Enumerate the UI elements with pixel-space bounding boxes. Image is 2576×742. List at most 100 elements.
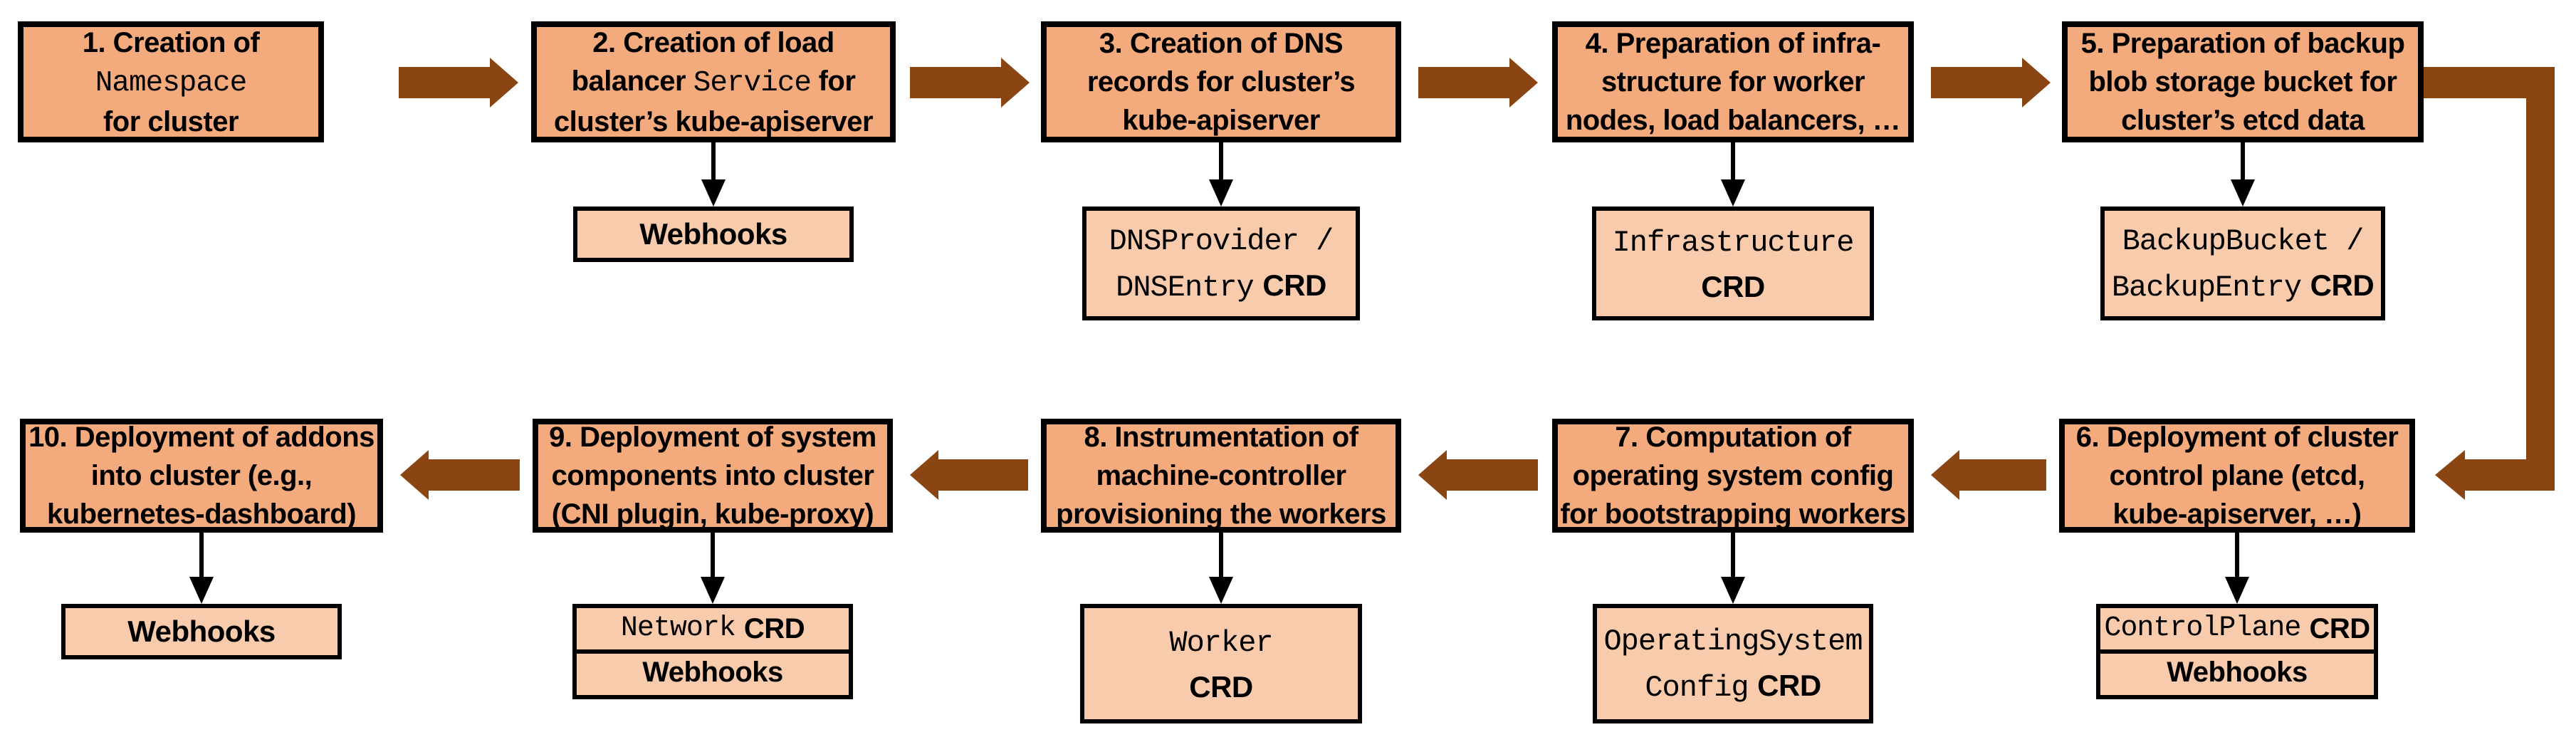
flow-arrow-step6-to-step7	[1931, 450, 2046, 500]
connector-arrow-step10-webhooks	[189, 533, 214, 604]
step-text-line: records for cluster’s	[1087, 66, 1356, 98]
step-text-line: balancer Service for	[571, 65, 856, 100]
flow-step-1-create-namespace: 1. Creation of Namespace for cluster	[18, 21, 324, 142]
code-token: Network	[620, 612, 736, 644]
flow-arrow-step5-to-step6-elbow	[2424, 67, 2555, 500]
step-text-line: 10. Deployment of addons	[28, 422, 375, 453]
step-text-line: components into cluster	[551, 460, 875, 491]
step-text-line: 5. Preparation of backup	[2080, 28, 2405, 59]
crd-label: CRD	[1189, 669, 1253, 704]
step-text-line: for cluster	[103, 105, 239, 137]
flow-step-5-prepare-backup-bucket: 5. Preparation of backup blob storage bu…	[2062, 21, 2424, 142]
code-token: BackupBucket /	[2122, 224, 2365, 258]
step-text-line: 9. Deployment of system	[549, 422, 876, 453]
code-token: ControlPlane	[2104, 612, 2301, 644]
step-text-line: for bootstrapping workers	[1560, 498, 1906, 530]
sub-text-line: Worker	[1169, 619, 1273, 665]
code-token: DNSEntry	[1116, 271, 1255, 305]
flow-arrow-step4-to-step5	[1931, 58, 2051, 108]
flow-arrow-step2-to-step3	[910, 58, 1030, 108]
step-text-line: 7. Computation of	[1615, 422, 1851, 453]
step-text-line: kube-apiserver	[1122, 105, 1320, 136]
sub-text-line: Webhooks	[639, 217, 787, 251]
step-text-line: kube-apiserver, …)	[2112, 498, 2362, 530]
code-token: Service	[693, 66, 812, 100]
step-text-line: machine-controller	[1096, 460, 1346, 491]
crd-label: CRD	[2310, 268, 2375, 302]
crd-box-controlplane: ControlPlane CRD	[2100, 608, 2374, 649]
connector-arrow-step4-crd	[1721, 142, 1745, 207]
code-token: Infrastructure	[1612, 225, 1855, 260]
webhooks-box-step2: Webhooks	[573, 207, 854, 262]
code-token: OperatingSystem	[1603, 625, 1863, 659]
flow-step-3-create-dns-records: 3. Creation of DNS records for cluster’s…	[1041, 21, 1401, 142]
step-text-line: blob storage bucket for	[2088, 66, 2398, 98]
code-token: Namespace	[95, 66, 247, 100]
flow-arrow-step3-to-step4	[1418, 58, 1538, 108]
flow-step-4-prepare-infrastructure: 4. Preparation of infra- structure for w…	[1552, 21, 1914, 142]
webhooks-box-step6: Webhooks	[2100, 649, 2374, 691]
crd-label: CRD	[1701, 269, 1765, 303]
connector-arrow-step9-crd	[701, 533, 725, 604]
connector-arrow-step7-crd	[1721, 533, 1745, 604]
step-text-line: structure for worker	[1601, 66, 1865, 98]
flow-step-7-compute-os-config: 7. Computation of operating system confi…	[1552, 419, 1914, 533]
step-text-line: 4. Preparation of infra-	[1585, 28, 1881, 59]
crd-box-worker: Worker CRD	[1080, 604, 1362, 723]
flow-arrow-step8-to-step9	[910, 450, 1028, 500]
code-token: BackupEntry	[2111, 271, 2302, 305]
connector-arrow-step5-crd	[2231, 142, 2255, 207]
step-text-line: operating system config	[1572, 460, 1894, 491]
flow-arrow-step1-to-step2	[399, 58, 518, 108]
connector-arrow-step6-crd	[2225, 533, 2249, 604]
step-text-line: 8. Instrumentation of	[1084, 422, 1358, 453]
flow-step-8-machine-controller: 8. Instrumentation of machine-controller…	[1041, 419, 1401, 533]
crd-label: CRD	[2309, 613, 2370, 644]
connector-arrow-step3-crd	[1209, 142, 1233, 207]
step-text-line: (CNI plugin, kube-proxy)	[551, 498, 874, 530]
sub-text-line: DNSProvider /	[1109, 217, 1334, 263]
step-text-line: 6. Deployment of cluster	[2075, 422, 2399, 453]
flow-step-9-deploy-system-components: 9. Deployment of system components into …	[533, 419, 893, 533]
crd-box-infrastructure: Infrastructure CRD	[1592, 207, 1874, 320]
sub-text-line: OperatingSystem	[1603, 617, 1863, 664]
step-text-line: 3. Creation of DNS	[1099, 28, 1344, 59]
step-text-line: cluster’s kube-apiserver	[553, 105, 874, 137]
sub-text-line: CRD	[1701, 265, 1765, 309]
sub-text-line: Webhooks	[127, 615, 276, 648]
step-text-line: 1. Creation of	[82, 26, 260, 58]
step-text-line: Namespace	[95, 62, 247, 103]
step-text-line: provisioning the workers	[1056, 498, 1386, 530]
connector-arrow-step2-webhooks	[701, 142, 726, 207]
flow-arrow-step7-to-step8	[1418, 450, 1538, 500]
step-text-line: nodes, load balancers, …	[1565, 105, 1901, 136]
crd-label: CRD	[743, 613, 805, 644]
flow-arrow-step9-to-step10	[400, 450, 520, 500]
crd-label: CRD	[1757, 669, 1821, 702]
flow-step-6-deploy-control-plane: 6. Deployment of cluster control plane (…	[2059, 419, 2415, 533]
sub-text-line: BackupBucket /	[2122, 217, 2365, 263]
connector-arrow-step8-crd	[1209, 533, 1233, 604]
code-token: Config	[1645, 671, 1749, 705]
webhooks-box-step9: Webhooks	[577, 649, 849, 691]
sub-text-line: Infrastructure	[1612, 219, 1855, 265]
sub-text-line: CRD	[1189, 665, 1253, 709]
crd-label: CRD	[1262, 268, 1326, 302]
step-text-line: 2. Creation of load	[592, 26, 834, 58]
crd-box-controlplane-with-webhooks: ControlPlane CRD Webhooks	[2096, 604, 2378, 699]
code-token: Worker	[1169, 625, 1273, 660]
step-text-line: control plane (etcd,	[2109, 460, 2365, 491]
webhooks-box-step10: Webhooks	[61, 604, 342, 659]
flow-step-2-create-lb-service: 2. Creation of load balancer Service for…	[531, 21, 896, 142]
flow-step-10-deploy-addons: 10. Deployment of addons into cluster (e…	[20, 419, 383, 533]
step-text-line: into cluster (e.g.,	[90, 460, 313, 491]
